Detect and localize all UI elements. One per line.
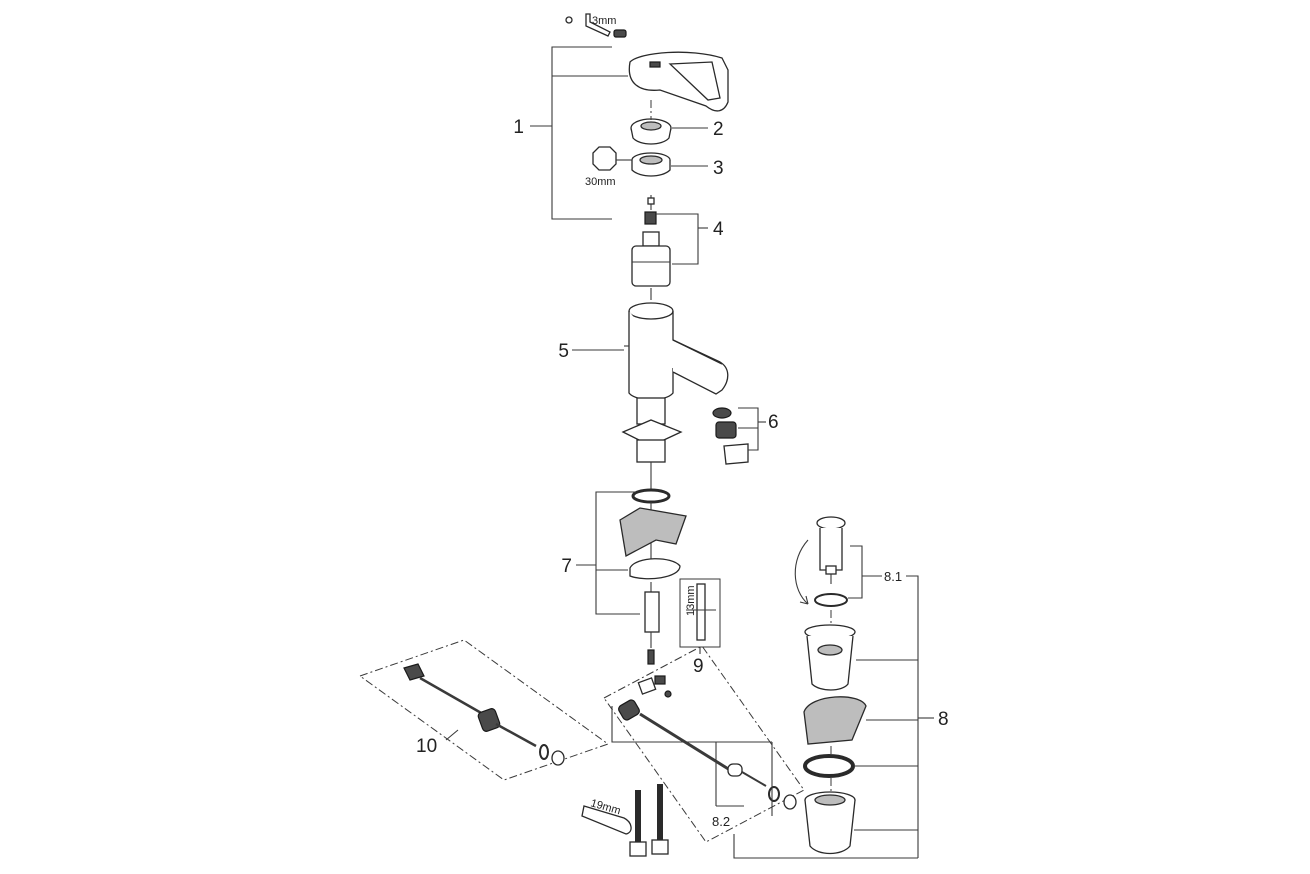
locking-nut-part: [631, 152, 671, 177]
hexagon-nut-icon: [592, 146, 632, 171]
label-2: 2: [713, 119, 724, 140]
label-6: 6: [768, 412, 779, 433]
fixing-set-part: [619, 488, 687, 665]
popup-waste-part: [794, 516, 867, 855]
label-8-2: 8.2: [712, 814, 730, 829]
label-8-1: 8.1: [884, 569, 902, 584]
label-3: 3: [713, 158, 724, 179]
hex-key-size: 3mm: [592, 15, 616, 27]
supply-hose-part: [581, 784, 669, 857]
label-9: 9: [693, 656, 704, 677]
label-4: 4: [713, 219, 724, 240]
bracket-1: [530, 46, 628, 220]
label-1: 1: [513, 117, 524, 138]
label-5: 5: [558, 341, 569, 362]
label-8: 8: [938, 709, 949, 730]
extension-rod-assembly: [359, 639, 610, 781]
mixer-body-part: [621, 288, 729, 490]
popup-rod-assembly: [603, 645, 805, 843]
hex-key-part: [565, 13, 627, 38]
cartridge-part: [631, 195, 671, 287]
aerator-part: [712, 407, 749, 465]
nut-size: 30mm: [585, 176, 616, 188]
label-7: 7: [561, 556, 572, 577]
wrench-13-size: 13mm: [685, 585, 697, 616]
label-10: 10: [416, 736, 437, 757]
handle-lever-part: [628, 51, 729, 112]
cover-cap-part: [630, 118, 672, 145]
